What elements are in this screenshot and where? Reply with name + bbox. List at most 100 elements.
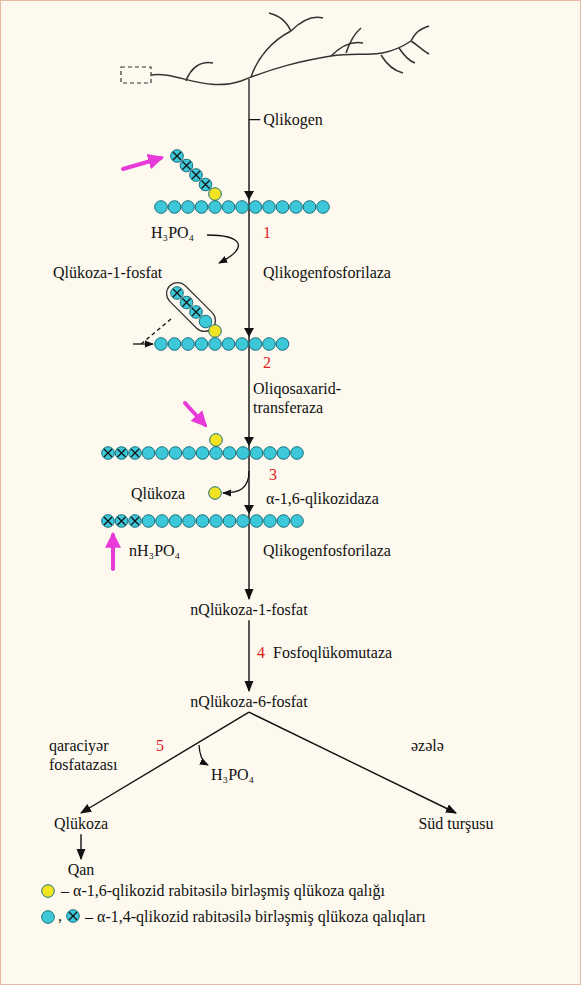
glucose-residue — [196, 515, 209, 528]
product-label: Qlükoza-1-fosfat — [53, 263, 162, 282]
glucose-residue — [236, 338, 249, 351]
legend-swatch — [41, 910, 55, 924]
glucose-residue — [199, 315, 212, 328]
glucose-residue — [195, 201, 208, 214]
glucose-residue — [249, 201, 262, 214]
legend-separator: , — [58, 906, 62, 925]
glucose-residue — [263, 338, 276, 351]
step-number: 4 — [257, 643, 265, 662]
glycogen-tree — [186, 63, 213, 81]
glycogen-tree — [346, 28, 361, 53]
flow-arrow — [249, 712, 456, 813]
glucose-residue — [277, 447, 290, 460]
glycogen-tree — [151, 41, 411, 85]
step-number: 3 — [269, 465, 277, 484]
free-glucose — [209, 487, 222, 500]
marked-residue — [180, 159, 193, 172]
node-text: nQlükoza-6-fosfat — [190, 692, 307, 711]
glucose-residue — [277, 515, 290, 528]
glucose-residue — [155, 201, 168, 214]
glycogen-tree — [381, 55, 403, 73]
substance-label: nQlükoza-1-fosfat — [187, 599, 310, 620]
substance-label: nQlükoza-6-fosfat — [187, 691, 310, 712]
glucose-residue — [209, 201, 222, 214]
pointer-arrow — [123, 158, 161, 169]
marked-residue — [129, 515, 142, 528]
glucose-residue — [303, 201, 316, 214]
side-arrow — [199, 235, 249, 765]
glucose-residue — [276, 338, 289, 351]
step-number: 5 — [156, 736, 164, 755]
glucose-residue — [222, 338, 235, 351]
glucose-residue — [222, 201, 235, 214]
main-arrowheads — [244, 437, 254, 446]
marked-residue — [183, 162, 191, 170]
marked-residue — [102, 515, 115, 528]
glucose-residue — [290, 201, 303, 214]
glucose-residue — [156, 447, 169, 460]
reagent-label: nH₃PO₄ — [129, 541, 180, 560]
selection-box — [121, 67, 151, 83]
glucose-residue — [156, 515, 169, 528]
branch-residue — [209, 188, 222, 201]
glucose-residue — [250, 515, 263, 528]
glycogen-tree — [251, 31, 291, 77]
enzyme-label: Oliqosaxarid- transferaza — [253, 379, 371, 417]
glucose-residue — [249, 201, 262, 214]
glucose-residue — [210, 515, 223, 528]
glycogen-tree — [291, 17, 323, 31]
glucose-residue — [277, 515, 290, 528]
glucose-residue — [237, 515, 250, 528]
glucose-residue — [237, 447, 250, 460]
glucose-residue — [182, 201, 195, 214]
marked-residue — [102, 515, 115, 528]
glucose-residue — [223, 515, 236, 528]
pointer-arrow — [185, 403, 205, 425]
transfer-arrow — [133, 343, 153, 344]
glucose-residue — [168, 338, 181, 351]
branch-residue — [209, 325, 222, 338]
glucose-residue — [264, 515, 277, 528]
tissue-label: əzələ — [411, 736, 444, 755]
marked-residue — [190, 306, 203, 319]
glucose-residue — [182, 338, 195, 351]
glucose-residue — [290, 201, 303, 214]
marked-residue — [104, 449, 112, 457]
glucose-residue — [303, 201, 316, 214]
marked-residue — [102, 447, 115, 460]
glycogen-tree — [411, 41, 429, 54]
glucose-residue — [250, 447, 263, 460]
glucose-residue — [199, 315, 212, 328]
enzyme-label: qaraciyər fosfatazası — [49, 736, 141, 774]
glucose-residue — [291, 515, 304, 528]
marked-residue — [115, 515, 128, 528]
marked-residue — [171, 287, 184, 300]
marked-residue — [190, 169, 203, 182]
glucose-residue — [209, 201, 222, 214]
glucose-residue — [263, 201, 276, 214]
glucose-residue — [236, 201, 249, 214]
node-text: Qlükoza — [54, 814, 108, 833]
branch-residue — [210, 434, 223, 447]
marked-residue — [199, 178, 212, 191]
glucose-residue — [276, 201, 289, 214]
glucose-residue — [195, 338, 208, 351]
glucose-residue — [249, 338, 262, 351]
substance-label: Qlikogen — [260, 109, 326, 130]
legend-symbol — [67, 910, 80, 923]
glucose-residue — [237, 515, 250, 528]
marked-residue — [173, 289, 181, 297]
glucose-residue — [168, 201, 181, 214]
marked-residue — [104, 517, 112, 525]
marked-residue — [192, 171, 200, 179]
glucose-residue — [236, 338, 249, 351]
marked-residue — [202, 181, 210, 189]
enzyme-label: Qlikogenfosforilaza — [263, 263, 391, 282]
glucose-residue — [196, 447, 209, 460]
glycogen-tree — [248, 79, 250, 119]
glucose-residue — [169, 447, 182, 460]
marked-residue — [129, 515, 142, 528]
marked-residue — [131, 517, 139, 525]
legend-symbol — [69, 912, 77, 920]
glucose-residue — [223, 447, 236, 460]
